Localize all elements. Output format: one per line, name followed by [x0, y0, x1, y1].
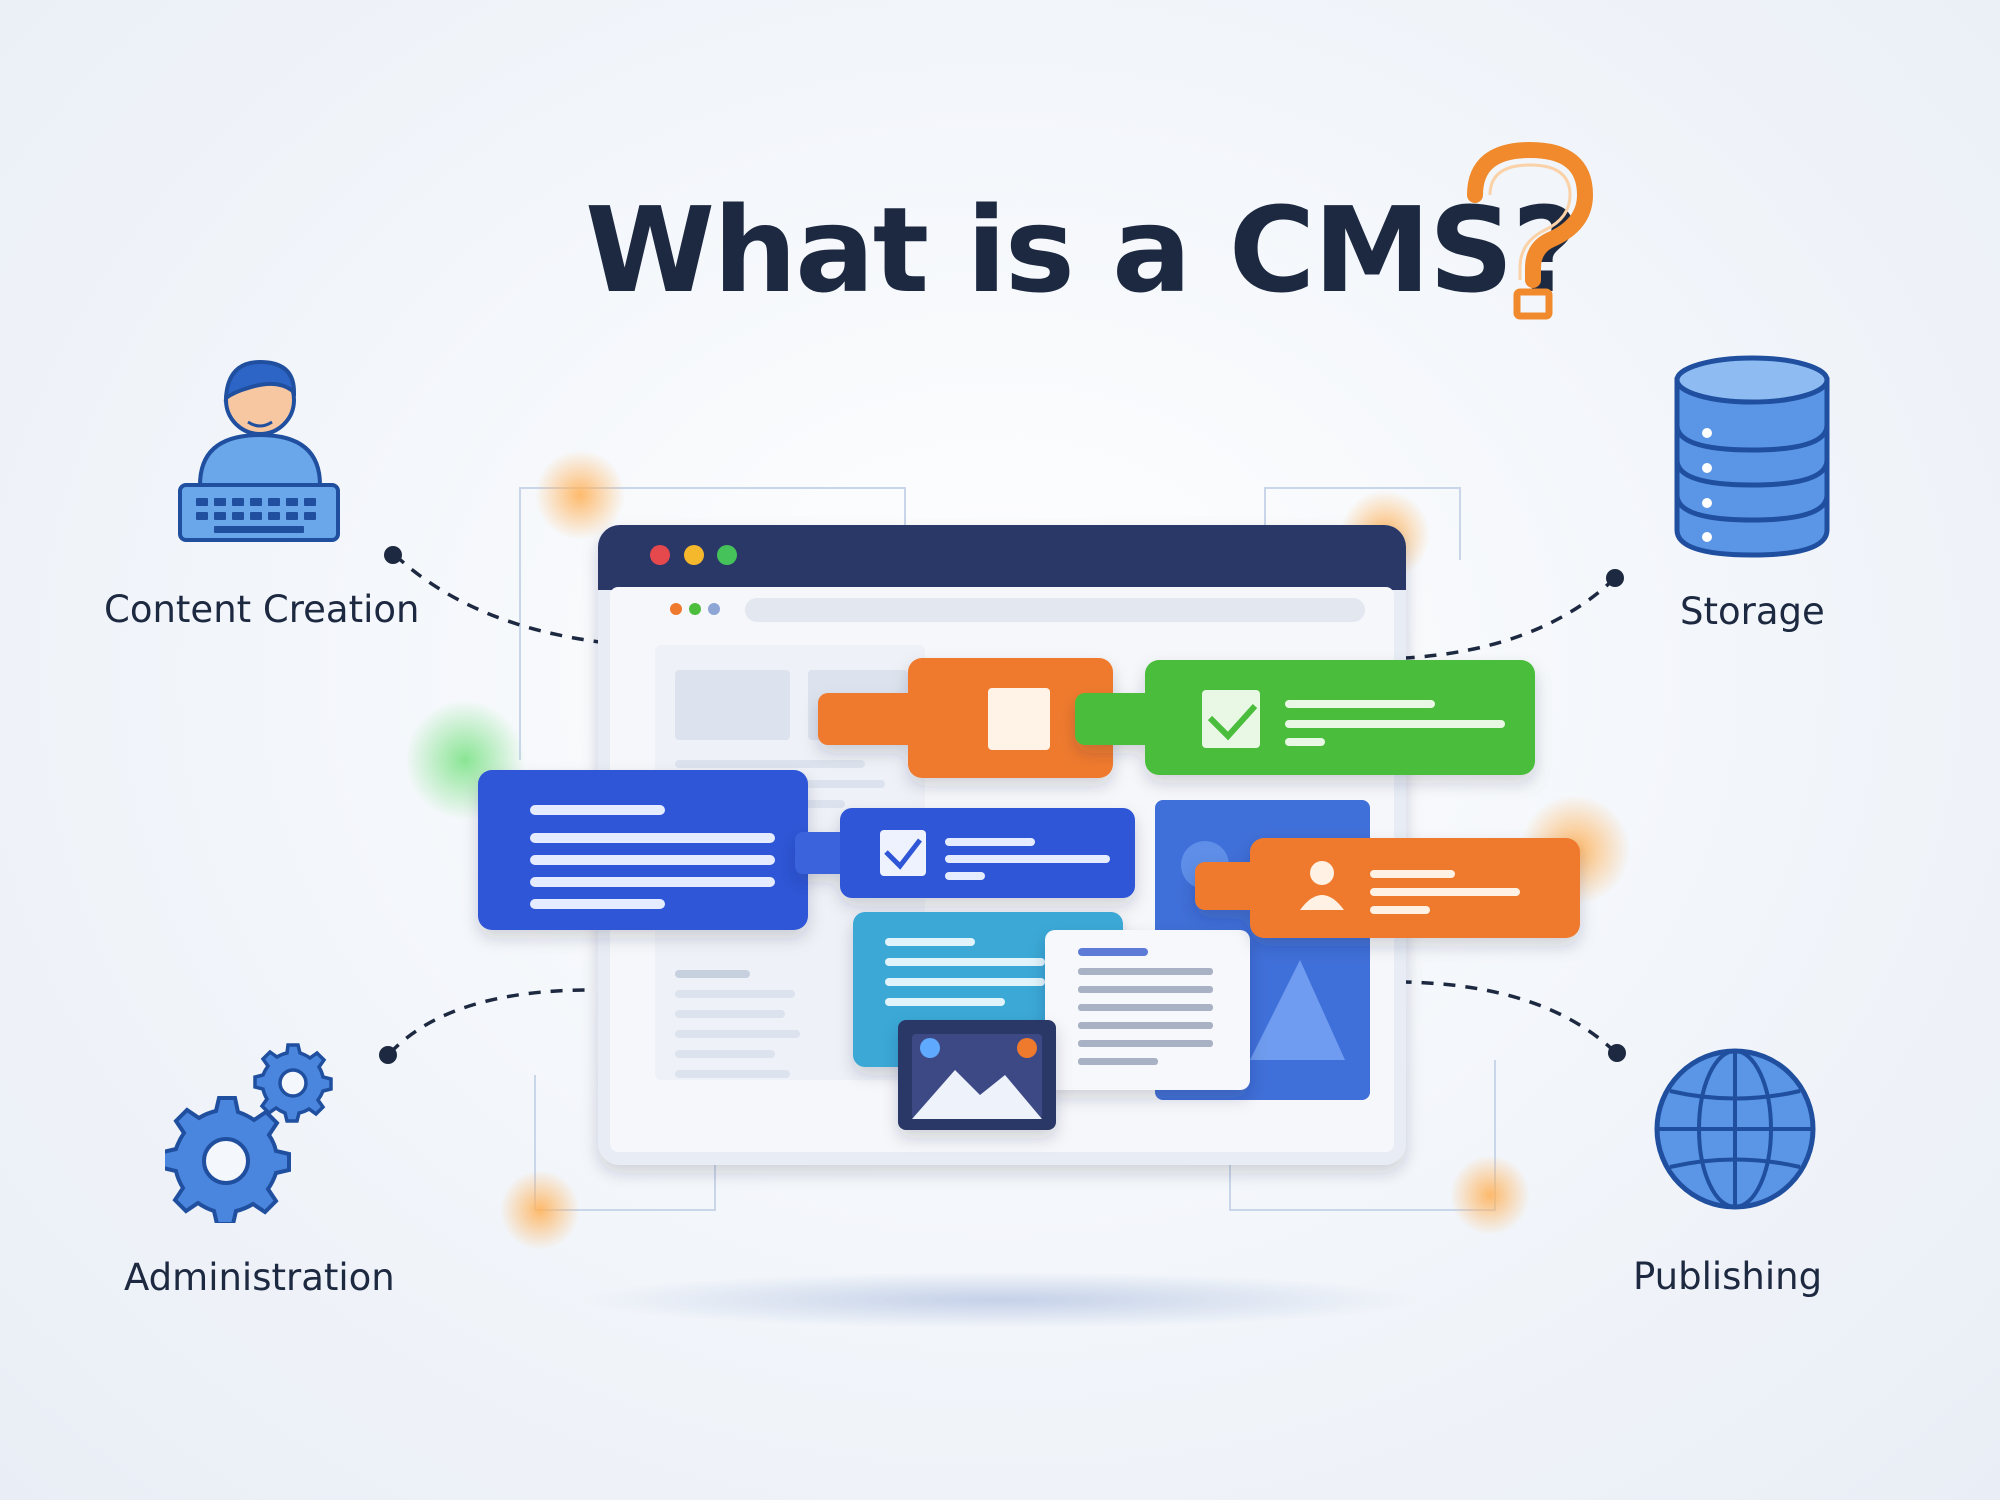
label-storage: Storage	[1680, 590, 1825, 633]
connector-dot-content	[384, 546, 402, 564]
block-orange-profile	[1195, 838, 1580, 938]
person-keyboard-icon	[178, 359, 340, 542]
floor-shadow	[580, 1272, 1420, 1328]
frame-lines	[519, 487, 1496, 1211]
block-blue-small	[795, 808, 1135, 898]
glow-orange-bottom-left	[500, 1170, 580, 1250]
connector-dot-publishing	[1608, 1044, 1626, 1062]
question-mark-icon	[1467, 141, 1594, 320]
connector-dot-admin	[379, 1046, 397, 1064]
label-administration: Administration	[124, 1256, 395, 1299]
connectors	[388, 553, 1617, 1055]
block-orange-top	[818, 658, 1113, 778]
block-blue-large	[478, 770, 808, 930]
window-maximize-dot	[717, 545, 737, 565]
label-content-creation: Content Creation	[104, 588, 420, 631]
globe-icon	[1654, 1048, 1816, 1210]
tab-dot-orange	[670, 603, 682, 615]
tab-dot-green	[689, 603, 701, 615]
address-bar	[745, 598, 1365, 622]
tab-dot-blue	[708, 603, 720, 615]
glow-orange-top	[535, 450, 625, 540]
window-close-dot	[650, 545, 670, 565]
card-white	[1045, 930, 1250, 1090]
database-icon	[1674, 355, 1830, 558]
glow-orange-bottom-right	[1450, 1155, 1530, 1235]
window-minimize-dot	[684, 545, 704, 565]
label-publishing: Publishing	[1633, 1255, 1823, 1298]
card-image	[898, 1020, 1056, 1130]
page-title: What is a CMS?	[585, 181, 1580, 319]
block-green	[1075, 660, 1535, 775]
gears-icon	[165, 1043, 333, 1223]
connector-dot-storage	[1606, 569, 1624, 587]
